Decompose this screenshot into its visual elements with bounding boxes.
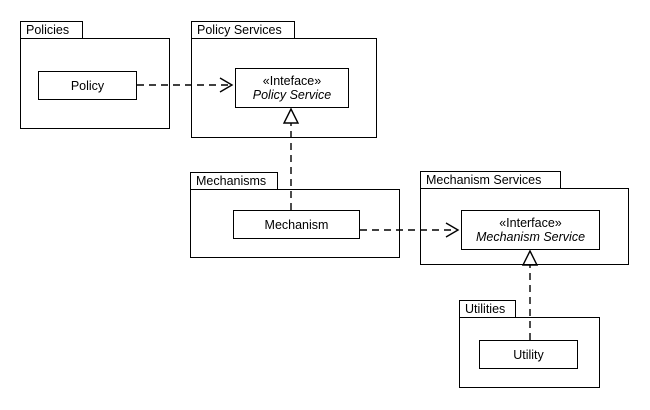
class-name-mechanism: Mechanism [264, 217, 329, 232]
class-box-policy[interactable]: Policy [38, 71, 137, 100]
package-policies-tab-label: Policies [20, 21, 83, 39]
class-box-policy-service[interactable]: «Inteface» Policy Service [235, 68, 349, 108]
stereotype-policy-service: «Inteface» [262, 74, 322, 88]
class-box-mechanism-service[interactable]: «Interface» Mechanism Service [461, 210, 600, 250]
class-name-policy-service: Policy Service [252, 88, 332, 102]
package-utilities-tab-label: Utilities [459, 300, 516, 318]
class-name-policy: Policy [70, 78, 105, 93]
class-name-utility: Utility [513, 347, 544, 362]
class-name-mechanism-service: Mechanism Service [475, 230, 586, 244]
package-policy-services-tab-label: Policy Services [191, 21, 295, 39]
class-box-utility[interactable]: Utility [479, 340, 578, 369]
package-mechanisms-tab-label: Mechanisms [190, 172, 278, 190]
package-mechanism-services-tab-label: Mechanism Services [420, 171, 561, 189]
class-box-mechanism[interactable]: Mechanism [233, 210, 360, 239]
stereotype-mechanism-service: «Interface» [499, 216, 562, 230]
